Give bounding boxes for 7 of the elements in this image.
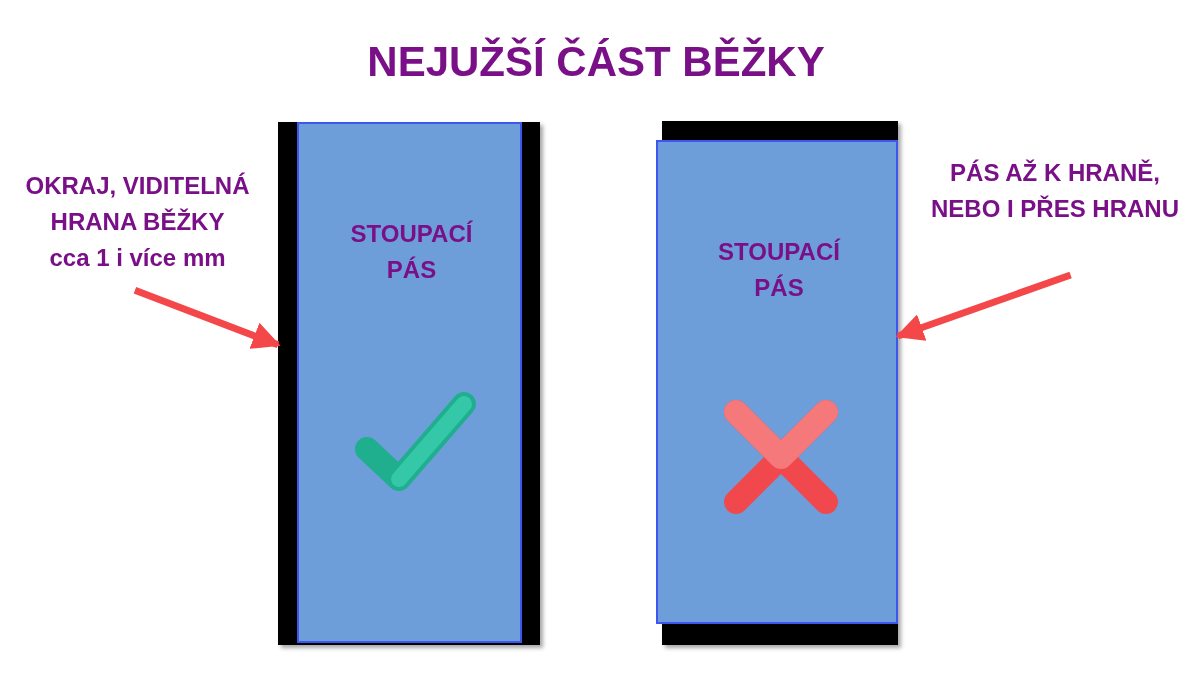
band-label: STOUPACÍ PÁS — [717, 237, 842, 303]
band-label: STOUPACÍ PÁS — [349, 219, 474, 285]
arrow — [133, 286, 281, 349]
title: NEJUŽŠÍ ČÁST BĚŽKY — [366, 38, 826, 86]
annotation-text: PÁS AŽ K HRANĚ, NEBO I PŘES HRANU — [930, 158, 1180, 224]
annotation-text: cca 1 i více mm — [48, 243, 227, 273]
arrow — [895, 271, 1072, 341]
